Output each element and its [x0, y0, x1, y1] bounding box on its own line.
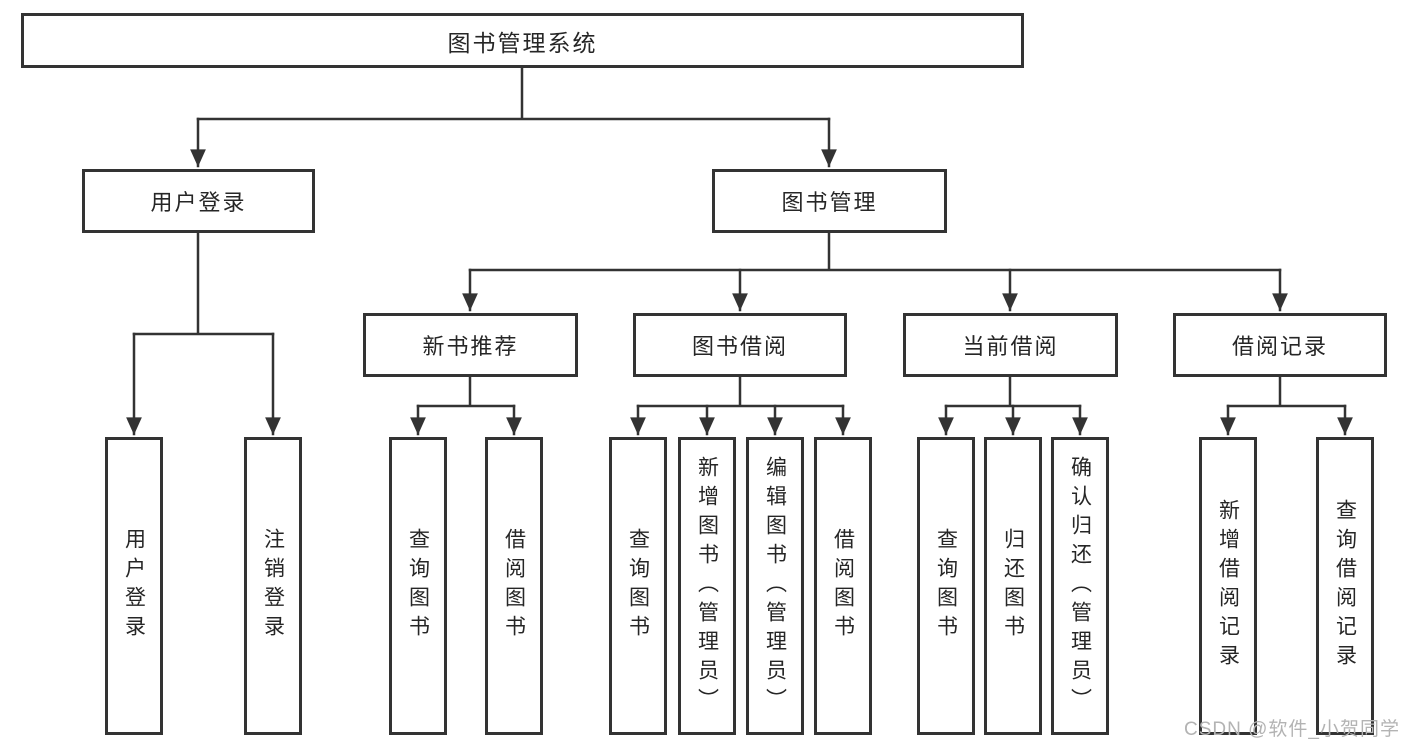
node-label: 借阅图书: [502, 528, 526, 644]
node-user-login: 用户登录: [82, 169, 315, 233]
node-book-management: 图书管理: [712, 169, 947, 233]
node-label: 图书管理系统: [447, 29, 598, 56]
node-label: 注销登录: [261, 528, 285, 644]
node-label: 用户登录: [150, 190, 247, 215]
node-leaf-confirm-return-admin: 确认归还（管理员）: [1051, 437, 1109, 735]
node-leaf-query-books-3: 查询图书: [917, 437, 975, 735]
node-leaf-add-borrow-record: 新增借阅记录: [1199, 437, 1257, 735]
connector-book-management-trunk: [468, 231, 1282, 272]
node-label: 新书推荐: [422, 334, 519, 359]
node-label: 查询图书: [934, 528, 958, 644]
node-label: 图书管理: [781, 190, 878, 215]
node-label: 新增借阅记录: [1216, 499, 1240, 673]
node-book-borrow: 图书借阅: [633, 313, 847, 377]
node-leaf-return-book: 归还图书: [984, 437, 1042, 735]
connector-root-trunk: [196, 66, 831, 121]
node-label: 用户登录: [122, 528, 146, 644]
csdn-watermark: CSDN @软件_小贺同学: [1184, 719, 1400, 740]
connector-user-login-trunk: [132, 231, 275, 336]
connector-book-borrow-trunk: [636, 375, 845, 408]
node-label: 查询图书: [406, 528, 430, 644]
node-leaf-add-book-admin: 新增图书（管理员）: [678, 437, 736, 735]
connector-current-borrow-trunk: [944, 375, 1082, 408]
node-leaf-edit-book-admin: 编辑图书（管理员）: [746, 437, 804, 735]
node-label: 当前借阅: [962, 334, 1059, 359]
node-leaf-borrow-books-1: 借阅图书: [485, 437, 543, 735]
node-label: 查询图书: [626, 528, 650, 644]
node-label: 借阅记录: [1231, 334, 1328, 359]
node-label: 编辑图书（管理员）: [763, 455, 787, 717]
node-label: 新增图书（管理员）: [695, 455, 719, 717]
node-current-borrow: 当前借阅: [903, 313, 1118, 377]
node-leaf-borrow-books-2: 借阅图书: [814, 437, 872, 735]
node-leaf-query-books-2: 查询图书: [609, 437, 667, 735]
connector-new-book-trunk: [416, 375, 516, 408]
node-label: 图书借阅: [691, 334, 788, 359]
node-leaf-query-books-1: 查询图书: [389, 437, 447, 735]
node-label: 查询借阅记录: [1333, 499, 1357, 673]
node-label: 确认归还（管理员）: [1068, 455, 1092, 717]
node-leaf-user-login: 用户登录: [105, 437, 163, 735]
node-label: 借阅图书: [831, 528, 855, 644]
node-root: 图书管理系统: [21, 13, 1024, 68]
node-new-book-recommend: 新书推荐: [363, 313, 578, 377]
node-leaf-logout: 注销登录: [244, 437, 302, 735]
node-leaf-query-borrow-record: 查询借阅记录: [1316, 437, 1374, 735]
node-borrow-records: 借阅记录: [1173, 313, 1387, 377]
node-label: 归还图书: [1001, 528, 1025, 644]
connector-borrow-records-trunk: [1226, 375, 1347, 408]
